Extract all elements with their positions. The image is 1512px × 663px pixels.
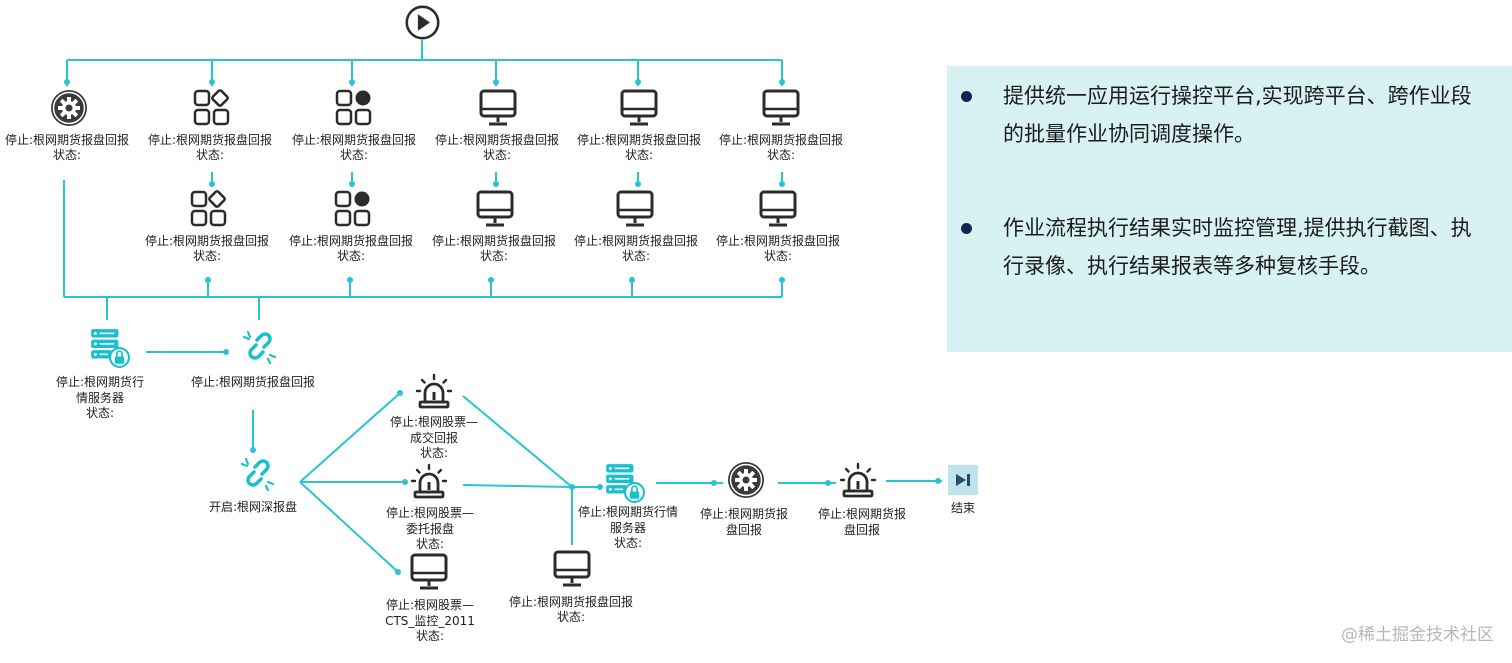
- node-status: 状态:: [621, 249, 651, 263]
- alarm3-label[interactable]: 停止:根网期货报盘回报: [812, 506, 912, 538]
- node-label: 停止:根网股票—委托报盘: [385, 506, 475, 536]
- feature-text: 提供统一应用运行操控平台,实现跨平台、跨作业段的批量作业协同调度操作。: [1003, 84, 1472, 146]
- node-status: 状态:: [479, 249, 509, 263]
- node-label: 停止:根网期货报盘回报: [718, 133, 844, 147]
- alarm-icon: [415, 373, 453, 409]
- monitor-icon: [759, 190, 797, 227]
- monitor-icon: [479, 89, 517, 126]
- gear-icon: [50, 89, 88, 127]
- node-label: 停止:根网期货报盘回报: [431, 234, 557, 248]
- node-status: 状态:: [766, 148, 796, 162]
- top-node-2-label[interactable]: 停止:根网期货报盘回报 状态:: [143, 132, 277, 163]
- monitor-icon: [620, 89, 658, 126]
- top-node-4-label[interactable]: 停止:根网期货报盘回报 状态:: [430, 132, 564, 163]
- node-label: 停止:根网期货报盘回报: [147, 133, 273, 147]
- app-grid-icon: [190, 189, 227, 227]
- node-status: 状态:: [192, 249, 222, 263]
- gear2-label[interactable]: 停止:根网期货报盘回报: [694, 506, 794, 538]
- connector-dots: [64, 79, 941, 575]
- top-node-6-label[interactable]: 停止:根网期货报盘回报 状态:: [714, 132, 848, 163]
- row2-node-2-label[interactable]: 停止:根网期货报盘回报 状态:: [284, 233, 418, 264]
- broken-link-icon: [240, 457, 275, 492]
- monitor-icon: [762, 89, 800, 126]
- row2-node-3-label[interactable]: 停止:根网期货报盘回报 状态:: [427, 233, 561, 264]
- node-label: 停止:根网期货报盘回报: [576, 133, 702, 147]
- end-label[interactable]: 结束: [938, 500, 988, 516]
- node-label: 停止:根网期货报盘回报: [715, 234, 841, 248]
- node-status: 状态:: [556, 610, 586, 624]
- link2-label[interactable]: 开启:根网深报盘: [203, 499, 303, 515]
- bullet-dot: [961, 91, 972, 102]
- node-status: 状态:: [763, 249, 793, 263]
- server-lock-icon: [90, 328, 130, 368]
- gear-icon: [727, 461, 765, 499]
- node-label: 停止:根网期货行情服务器: [577, 505, 679, 535]
- node-status: 状态:: [52, 148, 82, 162]
- alarm-icon: [839, 462, 877, 498]
- node-status: 状态:: [339, 148, 369, 162]
- monitor-cts-label[interactable]: 停止:根网股票—CTS_监控_2011 状态:: [384, 597, 476, 644]
- monitor-icon: [616, 190, 654, 227]
- app-grid-dot-icon: [335, 89, 372, 126]
- top-node-5-label[interactable]: 停止:根网期货报盘回报 状态:: [572, 132, 706, 163]
- info-panel: 提供统一应用运行操控平台,实现跨平台、跨作业段的批量作业协同调度操作。 作业流程…: [947, 66, 1512, 352]
- connector-lines: [63, 40, 942, 573]
- node-label: 停止:根网期货报盘回报: [4, 133, 130, 147]
- watermark: @稀土掘金技术社区: [1341, 625, 1494, 645]
- app-grid-icon: [193, 88, 230, 126]
- node-label: 停止:根网期货报盘回报: [508, 595, 634, 609]
- end-icon[interactable]: [948, 465, 978, 495]
- server2-label[interactable]: 停止:根网期货行情服务器 状态:: [577, 504, 679, 551]
- node-label: 停止:根网股票—成交回报: [389, 415, 479, 445]
- start-play-icon[interactable]: [405, 5, 440, 40]
- node-label: 停止:根网期货报盘回报: [190, 375, 316, 389]
- link1-label[interactable]: 停止:根网期货报盘回报: [190, 374, 316, 390]
- node-label: 停止:根网股票—CTS_监控_2011: [385, 598, 475, 628]
- top-node-1-label[interactable]: 停止:根网期货报盘回报 状态:: [0, 132, 134, 163]
- node-label: 停止:根网期货报盘回报: [291, 133, 417, 147]
- node-status: 状态:: [613, 536, 643, 550]
- row2-node-4-label[interactable]: 停止:根网期货报盘回报 状态:: [569, 233, 703, 264]
- app-grid-dot-icon: [334, 190, 371, 227]
- node-label: 停止:根网期货报盘回报: [144, 234, 270, 248]
- node-label: 停止:根网期货报盘回报: [817, 507, 907, 537]
- feature-item: 作业流程执行结果实时监控管理,提供执行截图、执行录像、执行结果报表等多种复核手段…: [961, 209, 1483, 285]
- node-label: 停止:根网期货行情服务器: [55, 375, 145, 405]
- node-status: 状态:: [415, 629, 445, 643]
- row2-node-1-label[interactable]: 停止:根网期货报盘回报 状态:: [140, 233, 274, 264]
- node-status: 状态:: [415, 537, 445, 551]
- node-status: 状态:: [482, 148, 512, 162]
- server-lock-icon: [605, 463, 645, 503]
- node-status: 状态:: [624, 148, 654, 162]
- feature-text: 作业流程执行结果实时监控管理,提供执行截图、执行录像、执行结果报表等多种复核手段…: [1003, 216, 1472, 278]
- node-status: 状态:: [195, 148, 225, 162]
- row2-node-5-label[interactable]: 停止:根网期货报盘回报 状态:: [711, 233, 845, 264]
- alarm-icon: [410, 463, 448, 499]
- node-status: 状态:: [85, 406, 115, 420]
- monitor-icon: [476, 190, 514, 227]
- node-status: 状态:: [419, 446, 449, 460]
- node-status: 状态:: [336, 249, 366, 263]
- feature-item: 提供统一应用运行操控平台,实现跨平台、跨作业段的批量作业协同调度操作。: [961, 77, 1483, 153]
- node-label: 停止:根网期货报盘回报: [288, 234, 414, 248]
- node-label: 停止:根网期货报盘回报: [699, 507, 789, 537]
- node-label: 停止:根网期货报盘回报: [434, 133, 560, 147]
- bullet-dot: [961, 223, 972, 234]
- node-label: 结束: [950, 501, 975, 515]
- node-label: 停止:根网期货报盘回报: [573, 234, 699, 248]
- broken-link-icon: [242, 330, 277, 365]
- top-node-3-label[interactable]: 停止:根网期货报盘回报 状态:: [287, 132, 421, 163]
- monitor-mid-label[interactable]: 停止:根网期货报盘回报 状态:: [506, 594, 636, 625]
- monitor-icon: [410, 553, 448, 590]
- monitor-icon: [553, 550, 591, 587]
- server1-label[interactable]: 停止:根网期货行情服务器 状态:: [50, 374, 150, 421]
- node-label: 开启:根网深报盘: [208, 500, 298, 514]
- alarm2-label[interactable]: 停止:根网股票—委托报盘 状态:: [384, 505, 476, 552]
- alarm1-label[interactable]: 停止:根网股票—成交回报 状态:: [388, 414, 480, 461]
